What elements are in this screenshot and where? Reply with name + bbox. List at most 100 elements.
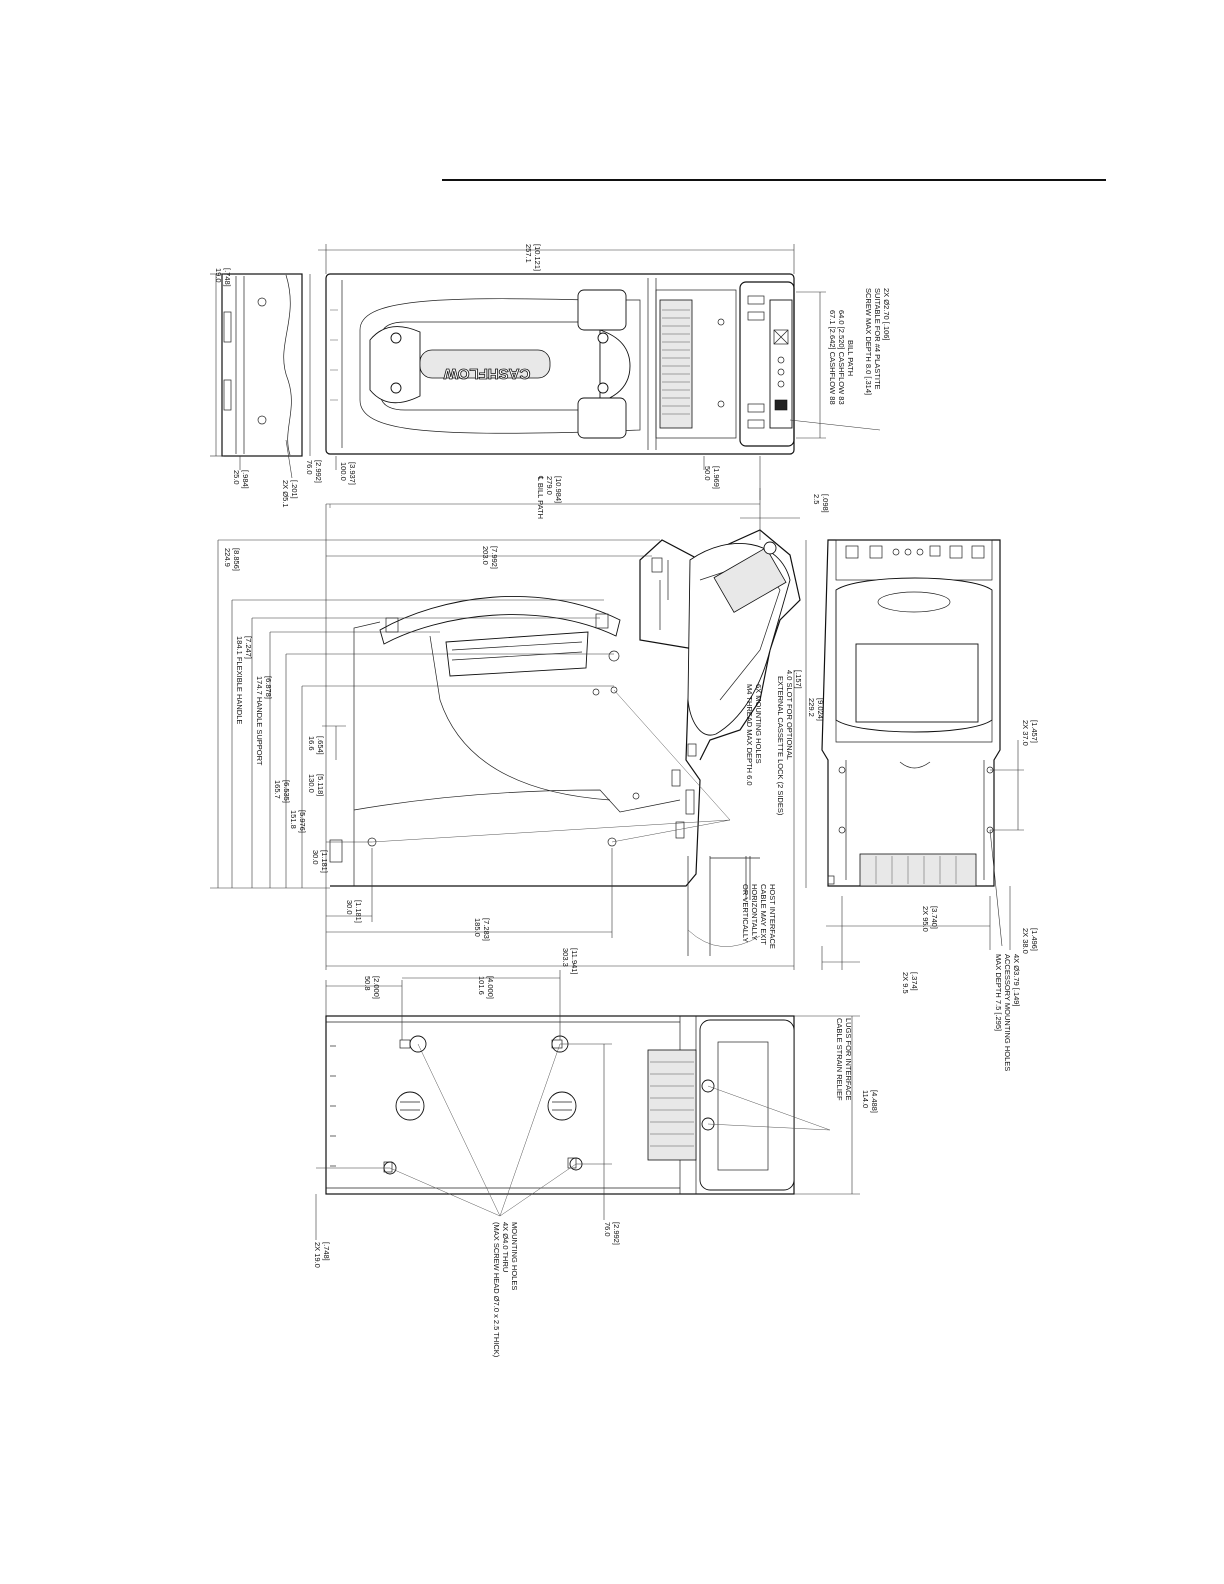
dim-25-label: 2.5 <box>812 494 821 504</box>
dim-9024-label: [9.024] <box>816 698 825 721</box>
dim-1518-label: 151.8 <box>289 810 298 829</box>
svg-text:2X 9.5: 2X 9.5 <box>901 972 910 994</box>
svg-text:℄ BILL PATH: ℄ BILL PATH <box>536 475 545 519</box>
svg-text:[.201]: [.201] <box>290 480 299 499</box>
svg-text:[3.740]: [3.740] <box>930 906 939 929</box>
dim-201-label: [.201] <box>290 480 299 499</box>
svg-text:[3.937]: [3.937] <box>348 462 357 485</box>
dim-2992-label: [2.992] <box>314 460 323 483</box>
svg-text:[.748]: [.748] <box>322 1242 331 1261</box>
dim-4000-label: [4.000] <box>486 976 495 999</box>
svg-text:19.0: 19.0 <box>214 268 223 283</box>
svg-text:SCREW MAX DEPTH 8.0 [.314]: SCREW MAX DEPTH 8.0 [.314] <box>864 288 873 395</box>
dim-1181-b-label: [1.181] <box>354 900 363 923</box>
svg-text:[.748]: [.748] <box>223 268 232 287</box>
svg-text:203.0: 203.0 <box>481 546 490 565</box>
svg-text:30.0: 30.0 <box>311 850 320 865</box>
host-note-line1: HOST INTERFACE <box>768 884 777 949</box>
accessory-note-line3: MAX DEPTH 7.5 [.295] <box>994 954 1003 1031</box>
svg-text:[1.181]: [1.181] <box>320 850 329 873</box>
svg-text:174.7 HANDLE SUPPORT: 174.7 HANDLE SUPPORT <box>255 676 264 766</box>
dim-157-label: [.157] <box>794 670 803 689</box>
svg-text:279.0: 279.0 <box>545 476 554 495</box>
bill-path-note-line3: 67.1 [2.642] CASHFLOW 88 <box>828 310 837 405</box>
svg-text:(MAX SCREW HEAD Ø7.0 x 2.5 THI: (MAX SCREW HEAD Ø7.0 x 2.5 THICK) <box>492 1222 501 1358</box>
svg-text:[10.984]: [10.984] <box>554 476 563 503</box>
top-view-dimension-lines <box>210 244 881 500</box>
svg-text:[7.283]: [7.283] <box>482 918 491 941</box>
dim-8856-label: [8.856] <box>232 548 241 571</box>
lugs-note-line2: CABLE STRAIN RELIEF <box>835 1018 844 1101</box>
dim-114-label: 114.0 <box>861 1090 870 1108</box>
svg-text:[8.856]: [8.856] <box>232 548 241 571</box>
svg-text:[2.000]: [2.000] <box>372 976 381 999</box>
svg-text:257.1: 257.1 <box>524 244 533 263</box>
front-view: [1.457] 2X 37.0 [3.740] 2X 95.0 [1.496] … <box>821 539 1039 1071</box>
svg-text:2X Ø5.1: 2X Ø5.1 <box>281 480 290 508</box>
svg-text:EXTERNAL CASSETTE LOCK (2 SIDE: EXTERNAL CASSETTE LOCK (2 SIDES) <box>776 676 785 816</box>
svg-text:[1.496]: [1.496] <box>1030 928 1039 951</box>
dim-508-label: 50.8 <box>363 976 372 991</box>
dim-1457-label: [1.457] <box>1030 720 1039 743</box>
side-view-dimension-lines <box>210 488 807 970</box>
svg-text:2X 19.0: 2X 19.0 <box>313 1242 322 1268</box>
dim-2292-label: 229.2 <box>807 698 816 717</box>
svg-text:2X 37.0: 2X 37.0 <box>1021 720 1030 746</box>
dim-6878-label: [6.878] <box>264 676 273 699</box>
svg-text:151.8: 151.8 <box>289 810 298 829</box>
svg-text:BILL PATH: BILL PATH <box>846 340 855 376</box>
svg-text:[6.535]: [6.535] <box>282 780 291 803</box>
dim-flexible-handle-label: 184.1 FLEXIBLE HANDLE <box>235 636 244 724</box>
dim-10984-label: [10.984] <box>554 476 563 503</box>
mounting-holes-note-line2: 4X Ø4.0 THRU <box>501 1222 510 1272</box>
svg-text:[.098]: [.098] <box>821 494 830 513</box>
cashflow-logo-text: CASHFLOW <box>443 365 530 382</box>
svg-text:LUGS FOR INTERFACE: LUGS FOR INTERFACE <box>844 1018 853 1101</box>
dim-1016-label: 101.6 <box>477 976 486 995</box>
accessory-note-line2: ACCESSORY MOUNTING HOLES <box>1003 954 1012 1071</box>
mounting-holes-note-line3: (MAX SCREW HEAD Ø7.0 x 2.5 THICK) <box>492 1222 501 1358</box>
dim-984-label: [.984] <box>241 470 250 489</box>
side-view: [.098] 2.5 [7.992] 203.0 [8.856] 224.9 [… <box>210 488 830 975</box>
svg-text:[9.024]: [9.024] <box>816 698 825 721</box>
screw-note-line1: 2X Ø2.70 [.106] <box>882 288 891 341</box>
dim-5118-label: [5.118] <box>316 774 325 796</box>
accessory-note-line1: 4X Ø3.79 [.149] <box>1012 954 1021 1007</box>
svg-text:[.374]: [.374] <box>910 972 919 991</box>
dim-3740-label: [3.740] <box>930 906 939 929</box>
dim-2x95mm-label: 2X 9.5 <box>901 972 910 994</box>
dim-1496-label: [1.496] <box>1030 928 1039 951</box>
svg-text:[.654]: [.654] <box>316 736 325 755</box>
bottom-view: [2.000] 50.8 [4.000] 101.6 [4.488] 114.0… <box>313 970 879 1358</box>
svg-text:67.1 [2.642] CASHFLOW 88: 67.1 [2.642] CASHFLOW 88 <box>828 310 837 405</box>
host-note-line3: HORIZONTALLY <box>750 884 759 940</box>
lock-note-line: EXTERNAL CASSETTE LOCK (2 SIDES) <box>776 676 785 816</box>
side-view-labels: [.098] 2.5 [7.992] 203.0 [8.856] 224.9 [… <box>223 494 830 975</box>
bottom-view-body <box>325 1015 795 1195</box>
bottom-view-labels: [2.000] 50.8 [4.000] 101.6 [4.488] 114.0… <box>313 976 879 1358</box>
mount-holes-note-line1: 6X MOUNTING HOLES <box>754 684 763 764</box>
bill-path-note-line1: BILL PATH <box>846 340 855 376</box>
dim-7283-label: [7.283] <box>482 918 491 941</box>
svg-text:[7.247]: [7.247] <box>244 636 253 659</box>
svg-text:[2.992]: [2.992] <box>612 1222 621 1245</box>
host-note-line2: CABLE MAY EXIT <box>759 884 768 945</box>
svg-text:SUITABLE FOR #4 PLASTITE: SUITABLE FOR #4 PLASTITE <box>873 288 882 390</box>
screw-note-line3: SCREW MAX DEPTH 8.0 [.314] <box>864 288 873 395</box>
svg-text:100.0: 100.0 <box>339 462 348 481</box>
svg-text:64.0 [2.520] CASHFLOW 83: 64.0 [2.520] CASHFLOW 83 <box>837 310 846 405</box>
svg-text:2X 38.0: 2X 38.0 <box>1021 928 1030 954</box>
svg-text:50.8: 50.8 <box>363 976 372 991</box>
dim-10121-label: [10.121] <box>533 244 542 271</box>
svg-text:185.0: 185.0 <box>473 918 482 937</box>
dim-30-a-label: 30.0 <box>311 850 320 865</box>
dim-3033-label: 303.3 <box>561 948 570 967</box>
dim-374-label: [.374] <box>910 972 919 991</box>
dim-6535-label: [6.535] <box>282 780 291 803</box>
dim-30-b-label: 30.0 <box>345 900 354 915</box>
svg-text:[7.992]: [7.992] <box>490 546 499 569</box>
dim-11941-label: [11.941] <box>570 948 579 975</box>
dim-19-label: 19.0 <box>214 268 223 283</box>
dim-2x37-label: 2X 37.0 <box>1021 720 1030 746</box>
